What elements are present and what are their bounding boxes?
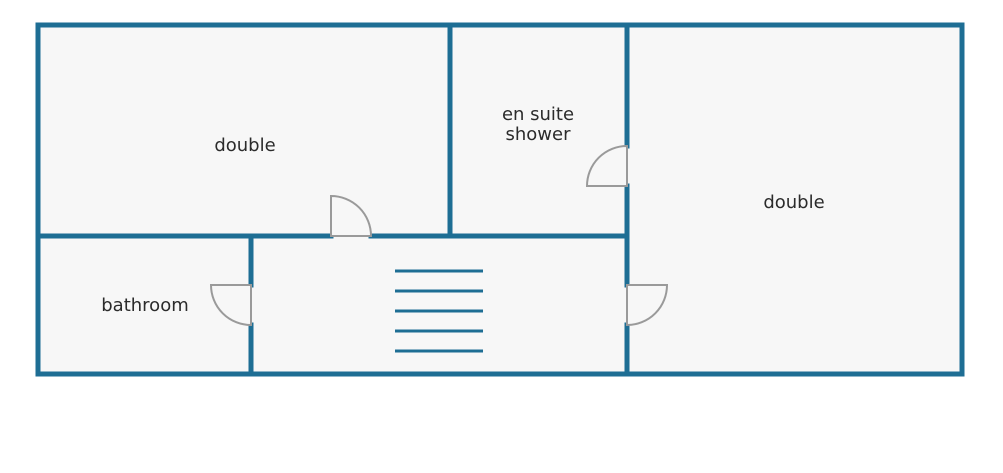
door-double-right [626,284,669,327]
room-label-en-suite-line1: en suite [502,104,574,125]
outer-wall [35,22,965,377]
room-label-double-right: double [763,192,824,213]
floor-area [38,25,962,374]
room-label-bathroom: bathroom [101,295,189,316]
door-bathroom [209,284,252,327]
doors [209,144,669,327]
door-en-suite [585,144,628,187]
door-double-left [330,194,373,237]
stairs [395,269,483,353]
walls [35,22,965,377]
room-label-en-suite-line2: shower [506,124,572,145]
room-label-double-left: double [214,135,275,156]
